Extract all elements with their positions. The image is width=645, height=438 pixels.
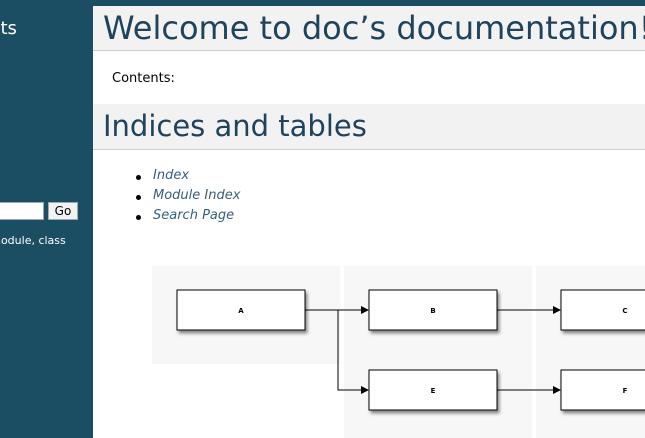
page-title-text: Welcome to doc’s documentation! (103, 9, 645, 47)
link-search-page[interactable]: Search Page (153, 208, 235, 223)
node-label: F (623, 387, 628, 395)
search-hint: a module, class (0, 234, 66, 247)
bullet-icon (136, 215, 141, 220)
diagram-node-b: B (368, 289, 498, 331)
page-title-section: Welcome to doc’s documentation!¶ (93, 6, 645, 51)
diagram-node-a: A (176, 289, 306, 331)
edge-a-e (337, 310, 364, 391)
page-title: Welcome to doc’s documentation!¶ (103, 9, 645, 47)
arrowhead (361, 386, 369, 394)
arrowhead (361, 306, 369, 314)
diagram-node-e: E (368, 369, 498, 411)
diagram-node-c: C (560, 289, 645, 331)
link-index[interactable]: Index (153, 168, 190, 183)
flow-diagram: A B C E F (152, 266, 645, 438)
sidebar: ents Go a module, class (0, 6, 93, 438)
main-content: Welcome to doc’s documentation!¶ Content… (93, 6, 645, 438)
arrowhead (553, 386, 561, 394)
section-title: Indices and tables (103, 109, 367, 143)
diagram-node-f: F (560, 369, 645, 411)
contents-label: Contents: (112, 71, 175, 86)
search-go-button[interactable]: Go (48, 202, 78, 220)
bullet-icon (136, 175, 141, 180)
link-module-index[interactable]: Module Index (153, 188, 241, 203)
sidebar-heading: ents (0, 18, 17, 39)
arrowhead (553, 306, 561, 314)
node-label: C (622, 307, 627, 315)
node-label: A (238, 307, 244, 315)
bullet-icon (136, 195, 141, 200)
top-bar (0, 0, 645, 6)
node-label: E (431, 387, 436, 395)
node-label: B (430, 307, 435, 315)
section-header: Indices and tables (93, 104, 645, 150)
search-input[interactable] (0, 202, 44, 220)
